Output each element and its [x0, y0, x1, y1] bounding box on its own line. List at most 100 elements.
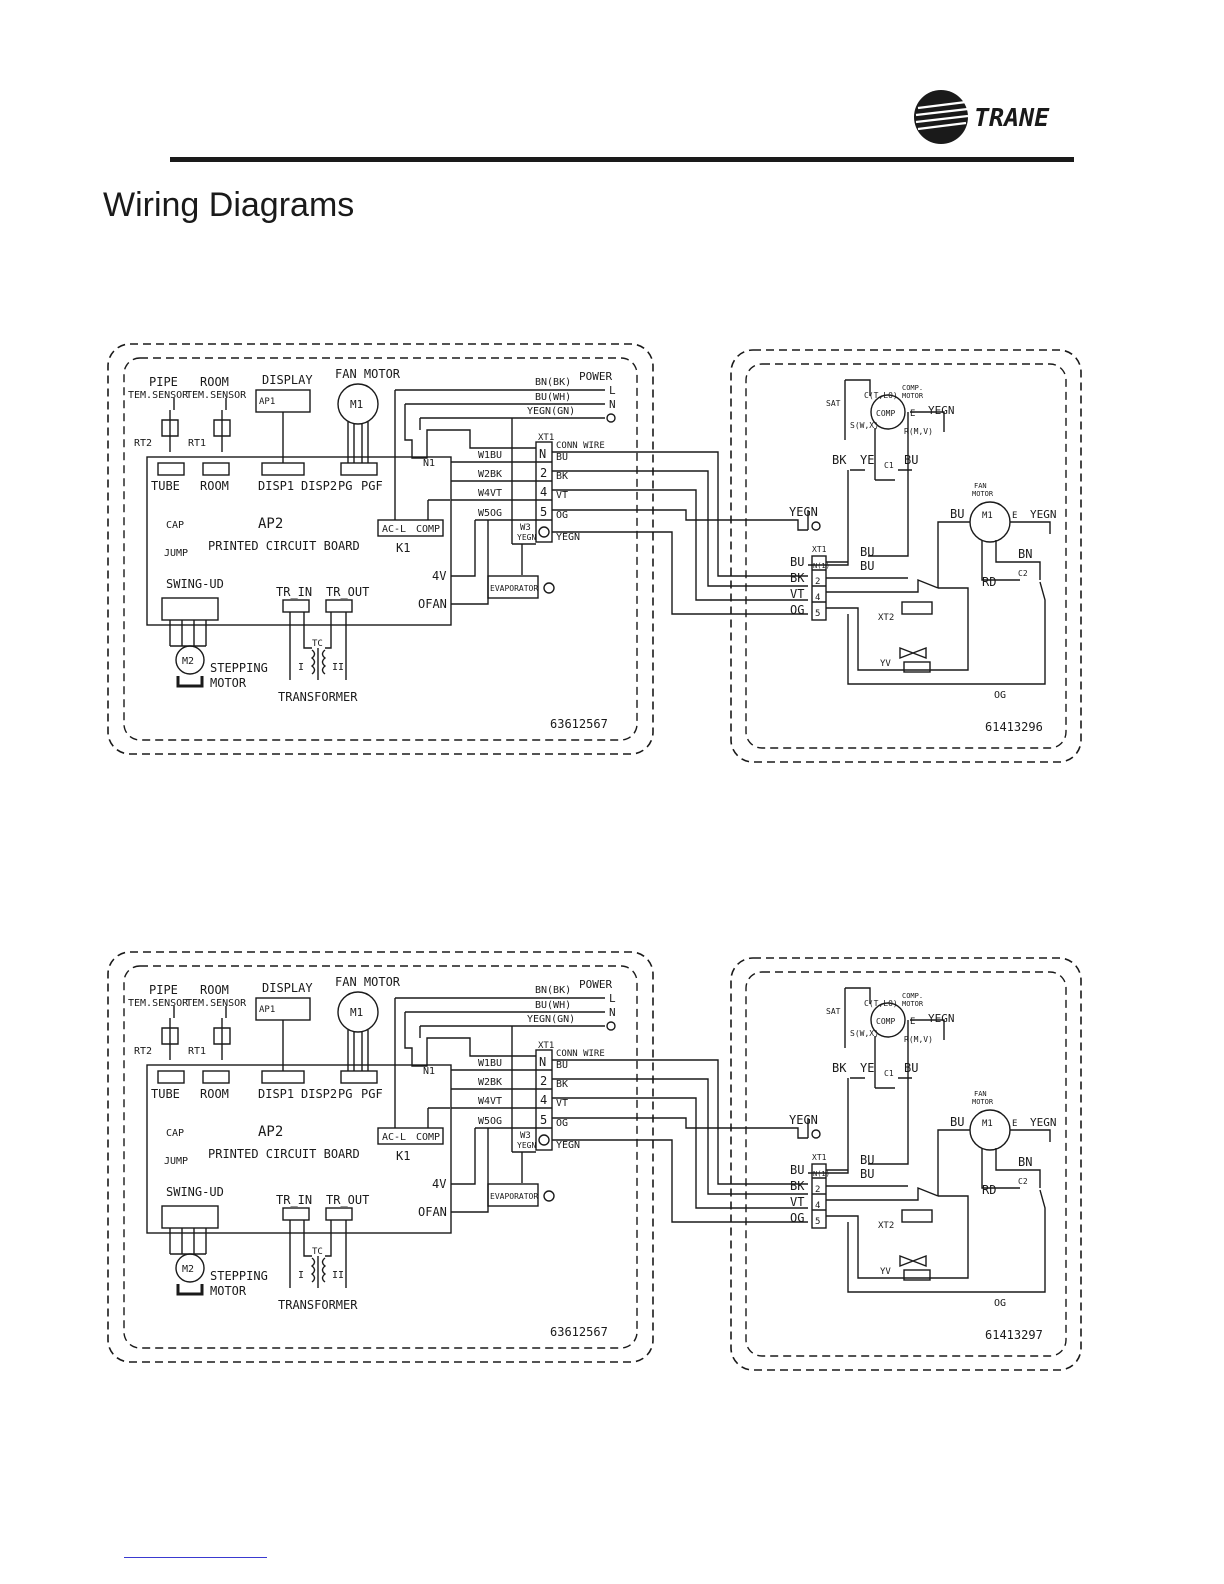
- motor-sub-label: MOTOR: [972, 490, 994, 498]
- wire-w1bu: W1BU: [478, 1058, 502, 1069]
- connector-disp2: DISP2: [301, 1087, 337, 1101]
- indoor-drawing-code: 63612567: [550, 717, 608, 731]
- connector-disp2: DISP2: [301, 479, 337, 493]
- wire-yegn: YEGN: [556, 1140, 580, 1151]
- connector-tube: TUBE: [151, 479, 180, 493]
- outdoor-xt1-label: XT1: [812, 545, 827, 554]
- terminal-5: 5: [540, 505, 547, 519]
- header-rule: [170, 157, 1074, 162]
- fan-motor-circle: [337, 991, 379, 1033]
- ofan-label: OFAN: [418, 1205, 447, 1219]
- terminal-n: N: [539, 447, 546, 461]
- indoor-outer-frame: [107, 343, 654, 755]
- room-sensor-symbol: [213, 1006, 231, 1060]
- indoor-terminal-block: [535, 1049, 553, 1151]
- pipe-sensor-symbol: [161, 398, 179, 452]
- terminal-4: 4: [540, 1093, 547, 1107]
- pcb-label: PRINTED CIRCUIT BOARD: [208, 539, 360, 553]
- terminal-n-label: N: [609, 398, 616, 411]
- og-label: OG: [994, 1298, 1006, 1309]
- xt1-yegn: YEGN: [789, 505, 818, 519]
- room-sensor-label: ROOM: [200, 375, 229, 389]
- pipe-sensor-symbol: [161, 1006, 179, 1060]
- indoor-drawing-code: 63612567: [550, 1325, 608, 1339]
- wire-w2bk: W2BK: [478, 469, 502, 480]
- pcb-label: PRINTED CIRCUIT BOARD: [208, 1147, 360, 1161]
- fan-yegn: YEGN: [1030, 508, 1057, 521]
- outdoor-bk: BK: [832, 1061, 847, 1075]
- w3-color: YEGN: [517, 1141, 536, 1150]
- room-sensor-label: ROOM: [200, 983, 229, 997]
- connector-pg: PG: [338, 1087, 352, 1101]
- ap2-label: AP2: [258, 1124, 283, 1140]
- outdoor-outer-frame: [730, 349, 1082, 763]
- m2-label: M2: [182, 1264, 194, 1275]
- fan-yegn: YEGN: [1030, 1116, 1057, 1129]
- compressor-e: E: [910, 1017, 915, 1027]
- terminal-n: N: [539, 1055, 546, 1069]
- outdoor-bu-label: BU: [790, 1163, 804, 1177]
- comp-motor-label: COMP.: [902, 384, 923, 392]
- stepping-label: STEPPING: [210, 661, 268, 675]
- outdoor-vt-label: VT: [790, 1195, 804, 1209]
- conn-wire-label: CONN WIRE: [556, 441, 605, 451]
- fan-label: FAN: [974, 1090, 987, 1098]
- wire-vt: VT: [556, 490, 568, 501]
- c1-label: C1: [884, 461, 894, 470]
- comp-motor-sub: MOTOR: [902, 1000, 924, 1008]
- wire-bk: BK: [556, 471, 568, 482]
- n1-label: N1: [423, 458, 435, 469]
- ap1-label: AP1: [259, 1005, 275, 1015]
- og-label: OG: [994, 690, 1006, 701]
- connector-room: ROOM: [200, 1087, 229, 1101]
- power-line-bu: BU(WH): [535, 392, 571, 403]
- swing-ud-label: SWING-UD: [166, 577, 224, 591]
- rt1-label: RT1: [188, 438, 206, 449]
- pipe-sensor-sub: TEM.SENSOR: [128, 998, 189, 1009]
- ctld-label: C(T,L0): [864, 391, 898, 400]
- rt1-label: RT1: [188, 1046, 206, 1057]
- transformer-label: TRANSFORMER: [278, 1298, 358, 1312]
- terminal-2: 2: [540, 1074, 547, 1088]
- tc-label: TC: [312, 639, 323, 649]
- k1-label: K1: [396, 1149, 410, 1163]
- xt1-label: XT1: [538, 1041, 554, 1051]
- xt1-bu-a: BU: [860, 1153, 874, 1167]
- power-label: POWER: [579, 370, 612, 383]
- tr-out-label: TR_OUT: [326, 1193, 369, 1207]
- outdoor-xt1-label: XT1: [812, 1153, 827, 1162]
- fan-label: FAN: [974, 482, 987, 490]
- m2-label: M2: [182, 656, 194, 667]
- terminal-l-label: L: [609, 992, 616, 1005]
- swing-ud-label: SWING-UD: [166, 1185, 224, 1199]
- relay-k1-box: [377, 519, 444, 537]
- outdoor-ye: YE: [860, 1061, 874, 1075]
- indoor-inner-frame: [123, 357, 638, 741]
- wire-og: OG: [556, 1118, 568, 1129]
- 4v-label: 4V: [432, 569, 446, 583]
- room-sensor-sub: TEM.SENSOR: [186, 390, 247, 401]
- xt1-label: XT1: [538, 433, 554, 443]
- wire-bu: BU: [556, 452, 568, 463]
- sat-label: SAT: [826, 1007, 841, 1016]
- tc-i-label: I: [298, 1270, 304, 1281]
- fan-e: E: [1012, 1119, 1017, 1129]
- fan-motor-label: FAN MOTOR: [335, 975, 401, 989]
- outdoor-vt-label: VT: [790, 587, 804, 601]
- sat-label: SAT: [826, 399, 841, 408]
- fan-e: E: [1012, 511, 1017, 521]
- wiring-diagram-svg: PIPE TEM.SENSOR ROOM TEM.SENSOR RT2 RT1 …: [107, 951, 1082, 1371]
- stepping-motor-circle: [175, 645, 205, 675]
- pipe-sensor-label: PIPE: [149, 375, 178, 389]
- compressor-circle: [870, 394, 906, 430]
- outdoor-terminal-n1: N(1): [813, 1170, 830, 1178]
- w3-label: W3: [520, 523, 531, 533]
- connector-pg: PG: [338, 479, 352, 493]
- ac-l-label: AC-L: [382, 524, 406, 535]
- comp-yegn: YEGN: [928, 404, 955, 417]
- wire-w5og: W5OG: [478, 508, 502, 519]
- fan-rd: RD: [982, 575, 996, 589]
- page-title: Wiring Diagrams: [103, 186, 355, 224]
- connector-disp1: DISP1: [258, 1087, 294, 1101]
- ap1-label: AP1: [259, 397, 275, 407]
